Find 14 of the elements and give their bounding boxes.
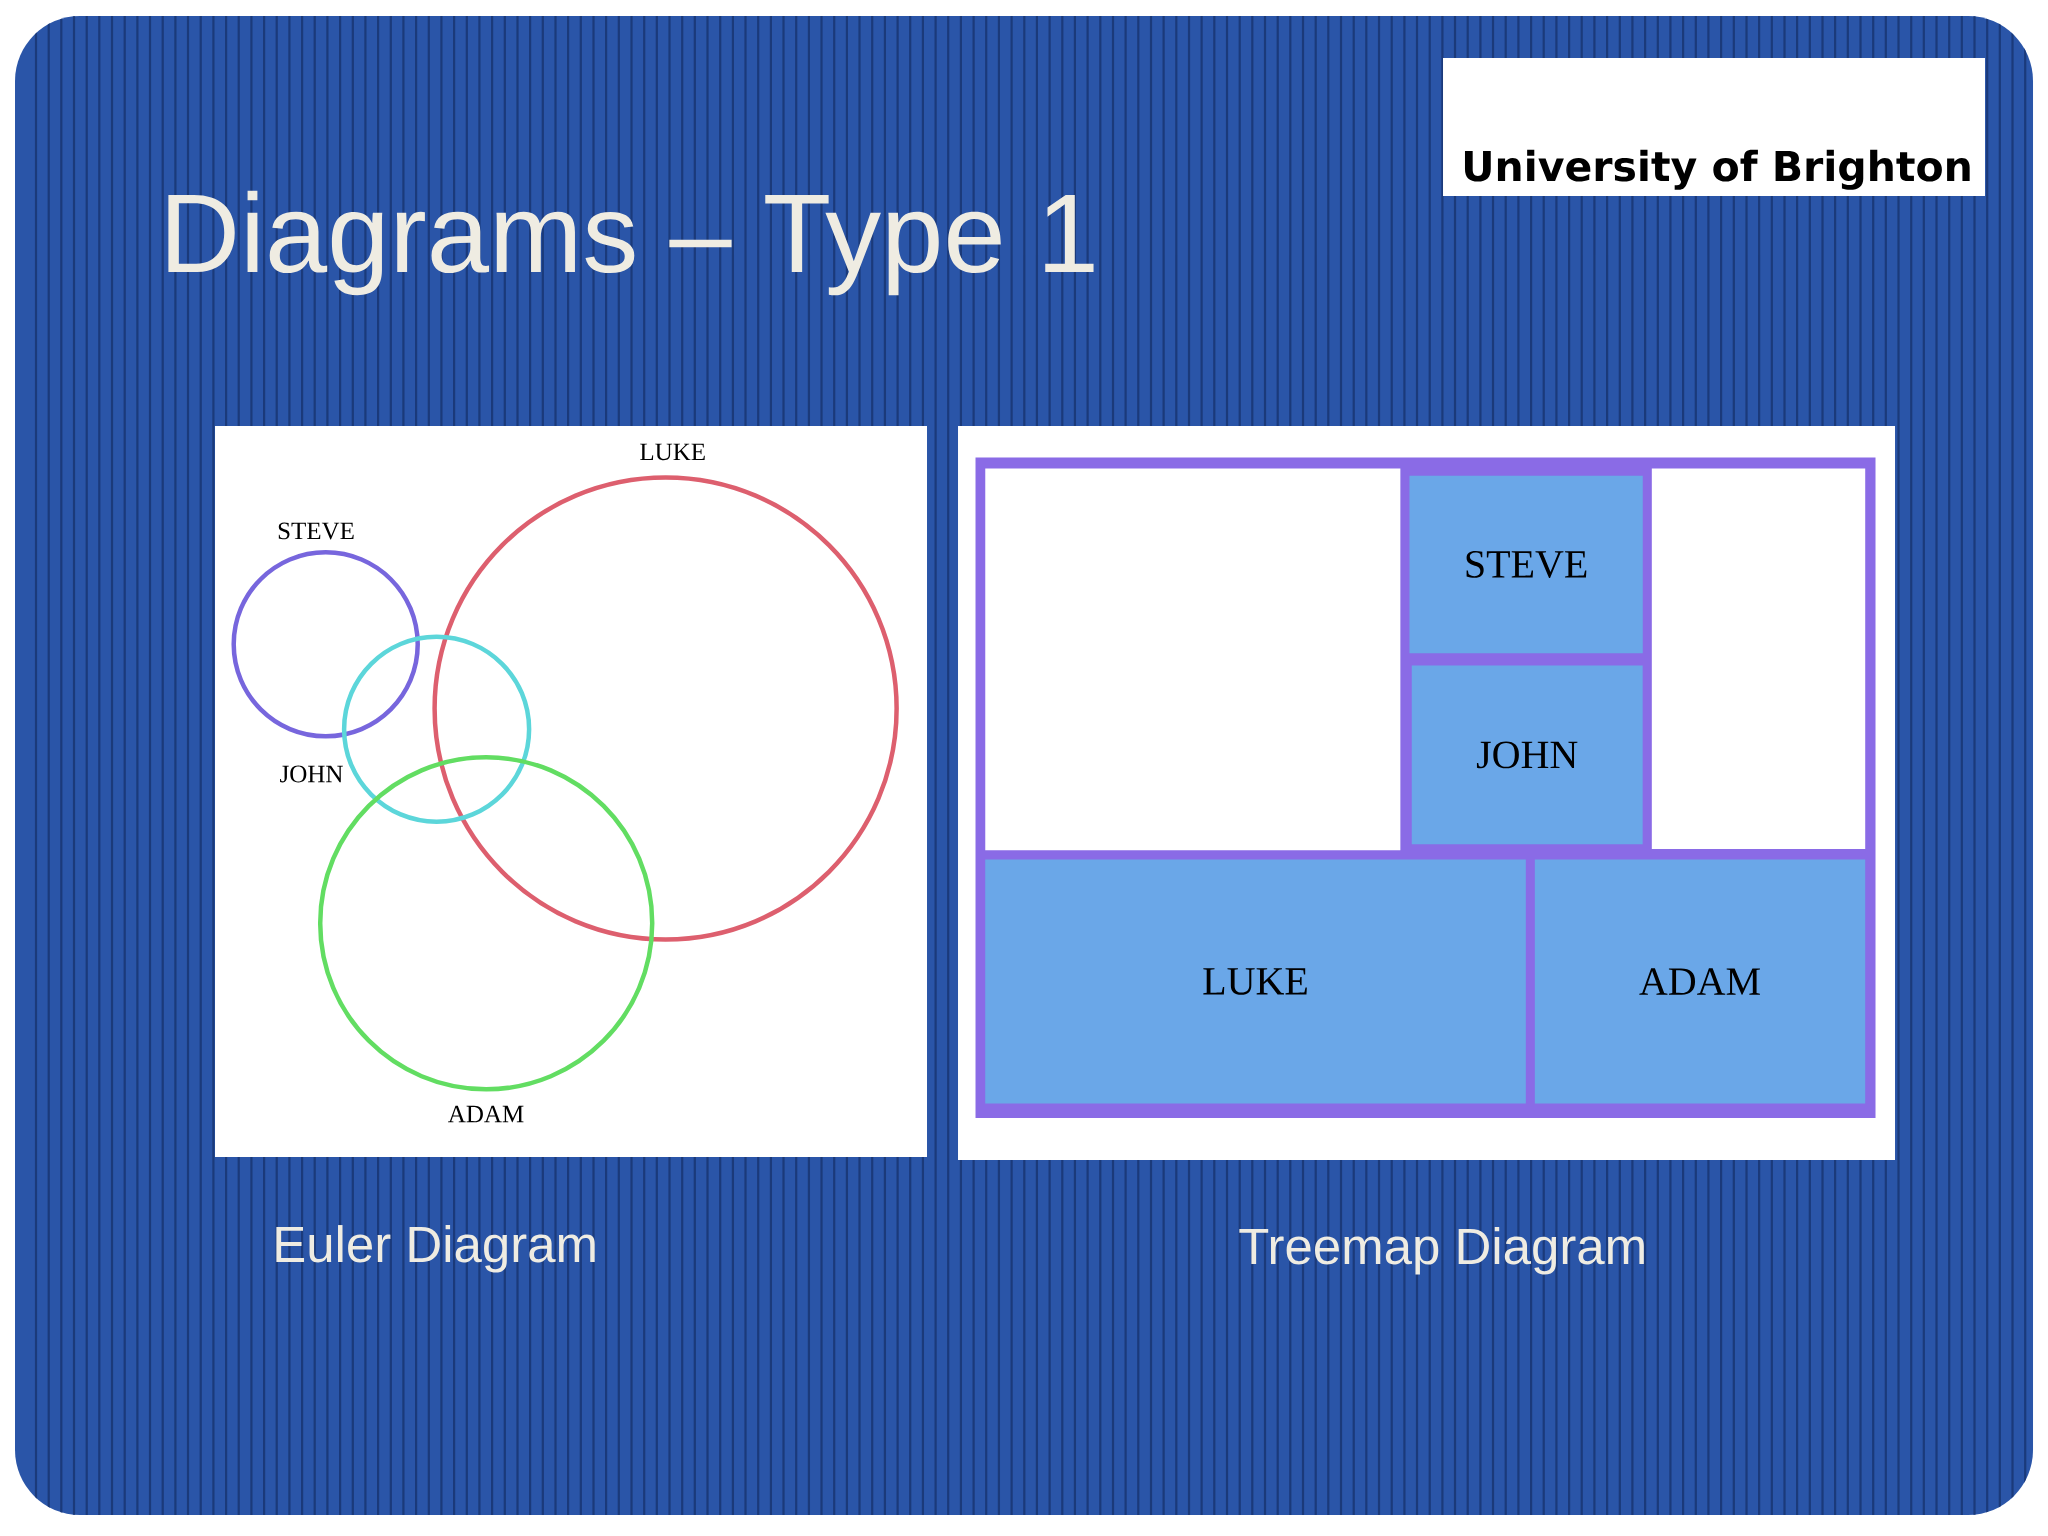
slide-title: Diagrams – Type 1 xyxy=(168,190,1094,296)
treemap-cell: LUKE xyxy=(985,859,1526,1104)
panel-caption: Euler Diagram xyxy=(276,1225,595,1273)
treemap-cell: STEVE xyxy=(1409,475,1643,654)
panel-caption: Treemap Diagram xyxy=(1239,1227,1644,1275)
treemap-cell xyxy=(985,468,1401,851)
treemap-cell: ADAM xyxy=(1534,859,1866,1104)
set-label: STEVE xyxy=(278,522,354,540)
set-label: JOHN xyxy=(280,765,343,783)
treemap-cell: JOHN xyxy=(1411,665,1643,845)
treemap-cell xyxy=(1651,468,1866,850)
set-label: ADAM xyxy=(448,1105,524,1123)
set-label: LUKE xyxy=(640,443,705,461)
name-plate: University of Brighton xyxy=(1443,58,1985,196)
